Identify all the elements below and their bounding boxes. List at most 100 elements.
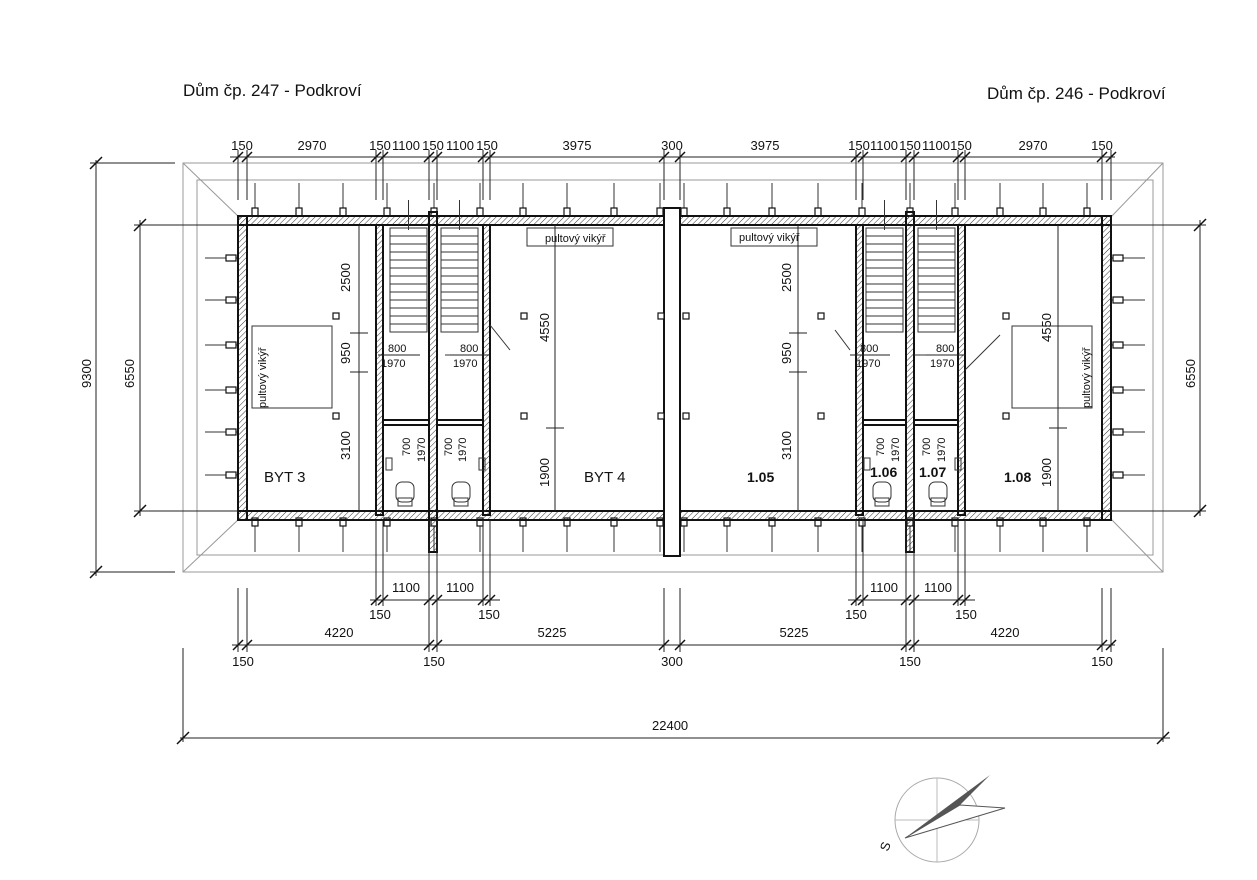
dormer-label: pultový vikýř xyxy=(257,347,269,408)
top-dim-value: 3975 xyxy=(563,138,592,153)
top-dim-value: 3975 xyxy=(751,138,780,153)
rafter-end xyxy=(814,207,822,217)
top-dim-tick xyxy=(431,151,443,163)
bottom-dim-value: 150 xyxy=(232,654,254,669)
partition-wall xyxy=(482,224,491,516)
rafter-end xyxy=(610,207,618,217)
bottom-dim-tick xyxy=(423,639,435,651)
dim-950: 950 xyxy=(338,342,353,364)
post xyxy=(817,312,825,320)
top-dim-tick xyxy=(232,151,244,163)
rafter-end xyxy=(225,296,237,304)
partition-wall xyxy=(855,224,864,516)
rafter-end xyxy=(1112,254,1124,262)
rafter-end xyxy=(768,207,776,217)
north-arrow: S xyxy=(877,775,1006,863)
dormer-outline xyxy=(526,227,614,247)
rafter-end xyxy=(225,471,237,479)
rafter-end xyxy=(251,207,259,217)
toilet xyxy=(395,481,415,503)
rafter-end xyxy=(996,207,1004,217)
rafter-end xyxy=(1112,386,1124,394)
roof-posts xyxy=(332,312,1010,420)
rafter-end xyxy=(951,207,959,217)
central-firewall xyxy=(663,207,681,557)
room-label-108: 1.08 xyxy=(1004,469,1031,485)
door-width: 800 xyxy=(860,343,878,355)
bottom-dim-value: 150 xyxy=(845,607,867,622)
top-dim-tick xyxy=(857,151,869,163)
bottom-dim-tick xyxy=(952,594,964,606)
toilet-tank xyxy=(453,497,469,507)
dim-3100: 3100 xyxy=(779,431,794,460)
rafter-end xyxy=(1112,296,1124,304)
dim-950: 950 xyxy=(779,342,794,364)
interior-dimension-lines xyxy=(350,225,1067,511)
left-house-title: Dům čp. 247 - Podkroví xyxy=(183,81,362,100)
bottom-dim-tick xyxy=(241,639,253,651)
top-dim-value: 2970 xyxy=(1019,138,1048,153)
rafter-end xyxy=(1112,428,1124,436)
door-height: 1970 xyxy=(453,358,477,370)
dormer-label: pultový vikýř xyxy=(545,233,606,245)
rafter-end xyxy=(225,254,237,262)
door-width: 800 xyxy=(388,343,406,355)
top-dim-value: 150 xyxy=(899,138,921,153)
post xyxy=(520,412,528,420)
sink xyxy=(863,457,871,471)
post xyxy=(332,412,340,420)
bottom-dim-tick xyxy=(477,594,489,606)
post xyxy=(657,312,665,320)
top-dim-tick xyxy=(1096,151,1108,163)
top-dim-tick xyxy=(477,151,489,163)
dim-1900: 1900 xyxy=(1039,458,1054,487)
dim-2500: 2500 xyxy=(338,263,353,292)
sink xyxy=(954,457,962,471)
overall-width-dim: 22400 xyxy=(652,718,688,733)
left-outer-height: 9300 xyxy=(79,359,94,388)
dormer-outline xyxy=(730,227,818,247)
toilet-tank xyxy=(397,497,413,507)
bottom-dim-value: 4220 xyxy=(991,625,1020,640)
bottom-dim-tick xyxy=(232,639,244,651)
top-dim-value: 150 xyxy=(369,138,391,153)
roof-outline xyxy=(182,162,1164,573)
top-dim-value: 150 xyxy=(476,138,498,153)
bottom-dim-value: 1100 xyxy=(870,580,898,595)
door-width: 700 xyxy=(401,438,413,456)
bathroom-wall xyxy=(436,419,484,426)
rafter-end xyxy=(1083,207,1091,217)
bottom-dim-tick xyxy=(377,594,389,606)
top-dim-tick xyxy=(1105,151,1117,163)
top-dim-value: 1100 xyxy=(392,138,420,153)
top-dim-tick xyxy=(959,151,971,163)
bottom-dim-tick xyxy=(658,639,670,651)
top-dim-tick xyxy=(658,151,670,163)
toilet xyxy=(928,481,948,503)
top-dim-value: 150 xyxy=(1091,138,1113,153)
toilet xyxy=(451,481,471,503)
door-width: 700 xyxy=(875,438,887,456)
top-dim-value: 300 xyxy=(661,138,683,153)
dormer-outline xyxy=(251,325,333,409)
rafter-end xyxy=(519,207,527,217)
party-wall-left xyxy=(428,211,438,553)
door-height: 1970 xyxy=(381,358,405,370)
sink xyxy=(478,457,486,471)
room-label-105: 1.05 xyxy=(747,469,774,485)
bottom-dim-value: 1100 xyxy=(446,580,474,595)
bottom-dim-value: 150 xyxy=(1091,654,1113,669)
bathroom-wall xyxy=(862,419,907,426)
bottom-dim-value: 150 xyxy=(423,654,445,669)
post xyxy=(657,412,665,420)
door-width: 700 xyxy=(921,438,933,456)
sink xyxy=(385,457,393,471)
top-dim-tick xyxy=(370,151,382,163)
right-house-title: Dům čp. 246 - Podkroví xyxy=(987,84,1166,103)
door-height: 1970 xyxy=(930,358,954,370)
north-arrow-label: S xyxy=(877,839,894,853)
bottom-dim-tick xyxy=(900,639,912,651)
rafter-end xyxy=(858,207,866,217)
bottom-dim-value: 5225 xyxy=(538,625,567,640)
bottom-dim-tick xyxy=(850,594,862,606)
